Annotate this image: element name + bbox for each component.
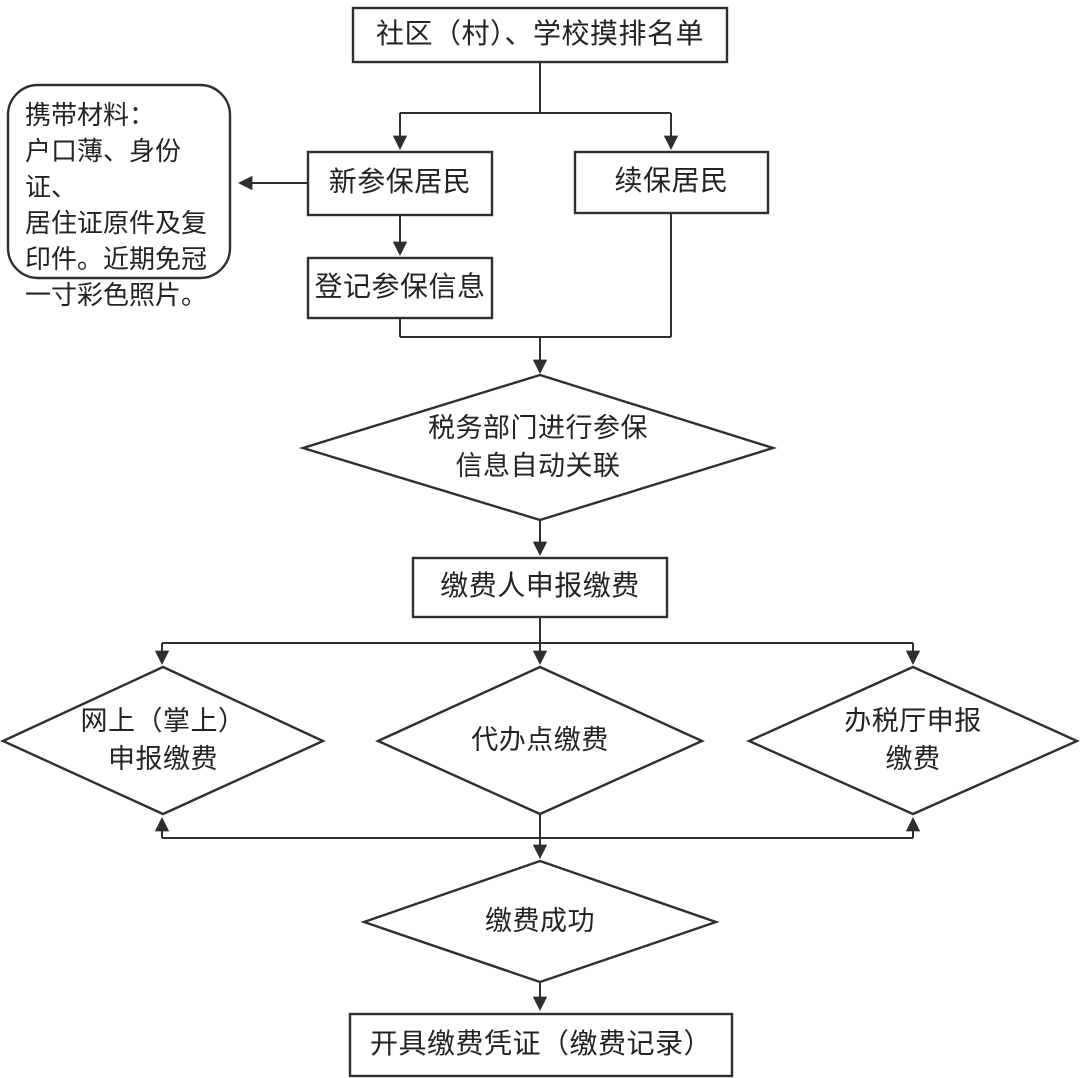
new-resident-label: 新参保居民 xyxy=(328,167,472,199)
connector-lines xyxy=(154,62,921,1012)
register-info-box xyxy=(306,256,494,320)
connector-split-bar xyxy=(400,62,671,114)
payment-voucher-box xyxy=(348,1012,734,1078)
node-shapes xyxy=(0,6,1080,1078)
pay-success-label: 缴费成功 xyxy=(485,905,595,936)
agent-point-pay-diamond xyxy=(375,665,705,816)
online-pay-label: 网上（掌上） 申报缴费 xyxy=(80,706,246,774)
materials-note-label: 携带材料： 户口薄、身份证、 居住证原件及复 印件。近期免冠 一寸彩色照片。 xyxy=(25,101,208,310)
declare-pay-label: 缴费人申报缴费 xyxy=(440,571,640,603)
agent-point-pay-label: 代办点缴费 xyxy=(471,724,609,755)
online-pay-diamond xyxy=(0,665,326,816)
survey-list-box xyxy=(351,6,729,64)
register-info-label: 登记参保信息 xyxy=(314,271,486,303)
tax-hall-pay-label: 办税厅申报 缴费 xyxy=(844,706,982,774)
materials-note-box xyxy=(6,83,232,280)
payment-voucher-label: 开具缴费凭证（缴费记录） xyxy=(369,1028,712,1060)
tax-auto-link-diamond xyxy=(298,373,778,522)
renew-resident-box xyxy=(573,150,770,215)
tax-auto-link-label: 税务部门进行参保 信息自动关联 xyxy=(428,413,648,481)
renew-resident-label: 续保居民 xyxy=(614,166,729,198)
pay-success-diamond xyxy=(360,859,720,984)
survey-list-label: 社区（村）、学校摸排名单 xyxy=(375,18,704,50)
new-resident-box xyxy=(306,150,494,217)
declare-pay-box xyxy=(411,556,669,619)
connector-merge-bar xyxy=(399,213,672,338)
tax-hall-pay-diamond xyxy=(746,665,1080,816)
